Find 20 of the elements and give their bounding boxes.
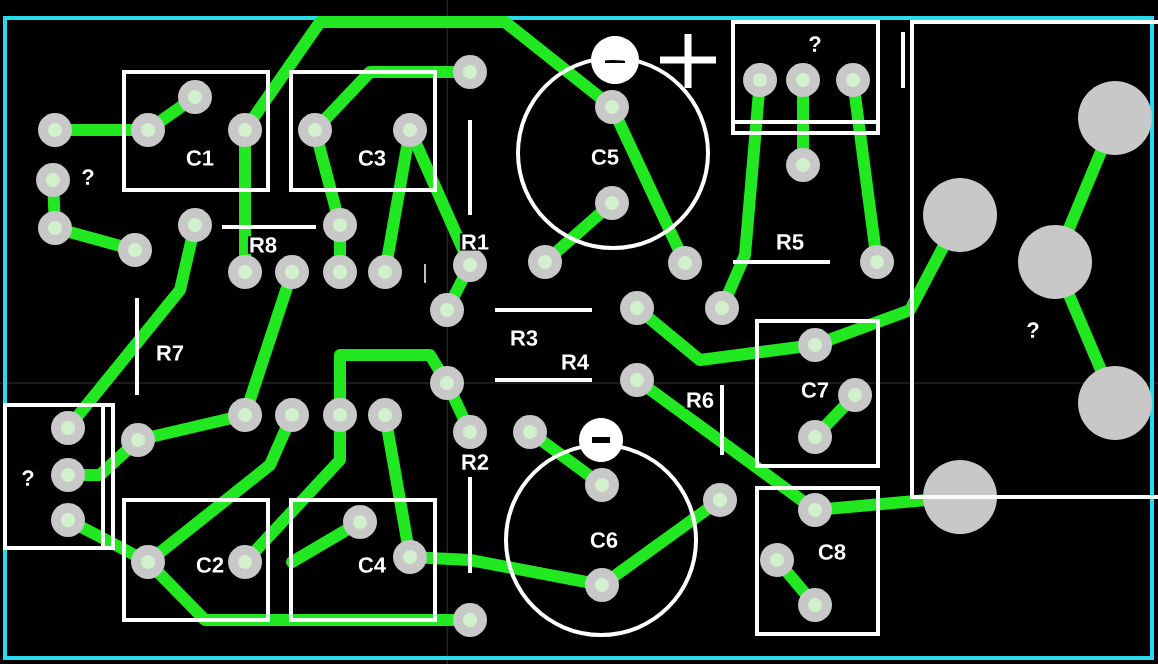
part-label: R8 bbox=[247, 236, 279, 254]
capacitor-outline: C5 bbox=[516, 56, 710, 250]
component-outline: ? bbox=[3, 403, 115, 550]
part-label: R5 bbox=[774, 233, 806, 251]
part-label: R3 bbox=[508, 329, 540, 347]
part-label: R2 bbox=[459, 453, 491, 471]
component-outline: ? bbox=[910, 20, 1158, 499]
part-label: R4 bbox=[559, 353, 591, 371]
component-outline: C3 bbox=[289, 70, 437, 192]
component-outline: ? bbox=[731, 20, 880, 135]
part-label: ? bbox=[80, 168, 96, 186]
capacitor-outline: C6 bbox=[504, 443, 698, 637]
part-label: R7 bbox=[154, 344, 186, 362]
part-label: R6 bbox=[684, 391, 716, 409]
component-outline: C7 bbox=[755, 319, 880, 468]
component-outline: C4 bbox=[289, 498, 437, 622]
component-outline: C1 bbox=[122, 70, 270, 192]
component-outline: C8 bbox=[755, 486, 880, 636]
component-outline: C2 bbox=[122, 498, 270, 622]
part-label: R1 bbox=[459, 233, 491, 251]
